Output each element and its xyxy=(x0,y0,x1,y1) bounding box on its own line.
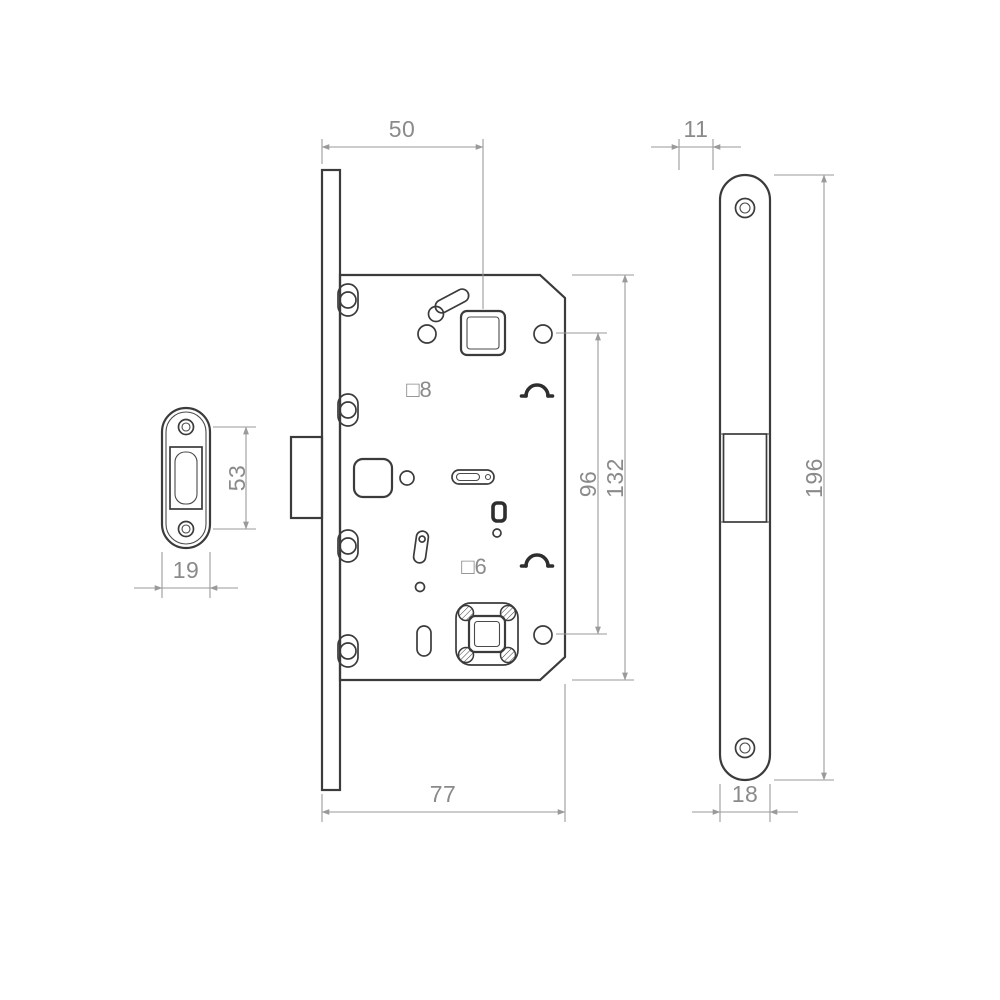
case-hole-bottom-right xyxy=(533,625,553,645)
dim-label-case-depth: 77 xyxy=(430,781,457,807)
dim-label-backset: 50 xyxy=(389,116,416,142)
spring-anchor-top xyxy=(519,383,555,398)
dim-label-centers: 96 xyxy=(575,471,601,498)
small-hole-mid-left xyxy=(414,581,426,593)
release-lever-pivot xyxy=(427,305,445,323)
wc-follower-square-inner xyxy=(473,620,501,648)
center-slot-pin xyxy=(484,473,492,481)
faceplate-screw-hole-bottom-inner xyxy=(739,742,751,754)
fixing-post-slot xyxy=(337,393,359,427)
faceplate-screw-hole-top xyxy=(734,197,756,219)
faceplate-strip xyxy=(320,168,342,792)
faceplate-outline xyxy=(718,173,772,782)
strike-magnet-window xyxy=(169,446,203,510)
spring-anchor-arc xyxy=(524,383,550,398)
fixing-post-slot xyxy=(337,529,359,563)
spindle-square-bottom-label: □6 xyxy=(461,554,487,579)
wc-plate-screw-bl xyxy=(457,646,475,664)
strike-screw-hole-bottom xyxy=(177,520,195,538)
bottom-guide-slot xyxy=(416,625,432,657)
dim-label-strike-length: 53 xyxy=(224,465,250,492)
strike-plate-outline xyxy=(160,406,212,550)
dim-strike-length: 53 xyxy=(213,426,256,530)
lock-body-view: □8 □6 xyxy=(289,168,567,792)
dim-centers: 96 xyxy=(556,332,607,635)
dim-label-faceplate-width: 18 xyxy=(732,781,759,807)
fixing-post-4 xyxy=(337,634,359,668)
dim-strike-width: 19 xyxy=(134,552,238,598)
wc-plate-screw-br xyxy=(499,646,517,664)
wc-plate-screw-tr xyxy=(499,604,517,622)
spring-anchor-arc xyxy=(524,553,550,568)
dim-backset: 50 xyxy=(321,116,484,309)
latch-spring xyxy=(412,530,430,564)
strike-screw-hole-top-inner xyxy=(181,422,191,432)
spring-anchor-bottom xyxy=(519,553,555,568)
dim-case-depth: 77 xyxy=(321,684,566,822)
magnet-latch-bolt xyxy=(289,435,324,520)
faceplate-view xyxy=(718,173,772,782)
fixing-post-hole xyxy=(339,291,357,309)
dim-faceplate-height: 196 xyxy=(774,174,834,781)
center-slot-slider xyxy=(455,472,481,482)
latch-spring-body xyxy=(412,530,430,564)
lock-case-outline xyxy=(338,273,567,682)
dim-case-height: 132 xyxy=(572,274,634,681)
dim-faceplate-width: 18 xyxy=(692,781,798,822)
wc-follower-square xyxy=(467,614,507,654)
dim-label-faceplate-height: 196 xyxy=(801,458,827,498)
faceplate-screw-hole-top-inner xyxy=(739,202,751,214)
strike-plate-view xyxy=(160,406,212,550)
strike-screw-hole-top xyxy=(177,418,195,436)
spindle-square-top-label: □8 xyxy=(406,377,432,402)
faceplate-magnet-window xyxy=(722,433,768,523)
stop-block xyxy=(491,501,507,523)
strike-screw-hole-bottom-inner xyxy=(181,524,191,534)
fixing-post-slot xyxy=(337,634,359,668)
handle-follower-square-inner xyxy=(466,316,500,350)
case-hole-top-right xyxy=(533,324,553,344)
dim-label-top-offset: 11 xyxy=(684,116,709,142)
handle-follower-square xyxy=(459,309,507,357)
fixing-post-3 xyxy=(337,529,359,563)
fixing-post-slot xyxy=(337,283,359,317)
wc-plate-screw-tl xyxy=(457,604,475,622)
dim-top-offset: 11 xyxy=(651,116,741,170)
magnet-mechanism-square xyxy=(352,457,394,499)
dim-label-case-height: 132 xyxy=(602,458,628,498)
center-slot xyxy=(451,469,495,485)
dim-label-strike-width: 19 xyxy=(173,557,200,583)
strike-magnet-insert xyxy=(174,451,198,505)
pivot-hole-center xyxy=(399,470,415,486)
release-lever xyxy=(434,288,470,314)
small-hole-mid-right xyxy=(492,528,502,538)
latch-spring-pin xyxy=(418,535,426,543)
fixing-post-hole xyxy=(339,401,357,419)
strike-plate-inner-outline xyxy=(165,411,207,545)
faceplate-screw-hole-bottom xyxy=(734,737,756,759)
fixing-post-2 xyxy=(337,393,359,427)
pivot-hole-top-left xyxy=(417,324,437,344)
fixing-post-hole xyxy=(339,642,357,660)
wc-follower-plate xyxy=(455,602,519,666)
fixing-post-hole xyxy=(339,537,357,555)
fixing-post-1 xyxy=(337,283,359,317)
release-lever-body xyxy=(434,288,470,314)
